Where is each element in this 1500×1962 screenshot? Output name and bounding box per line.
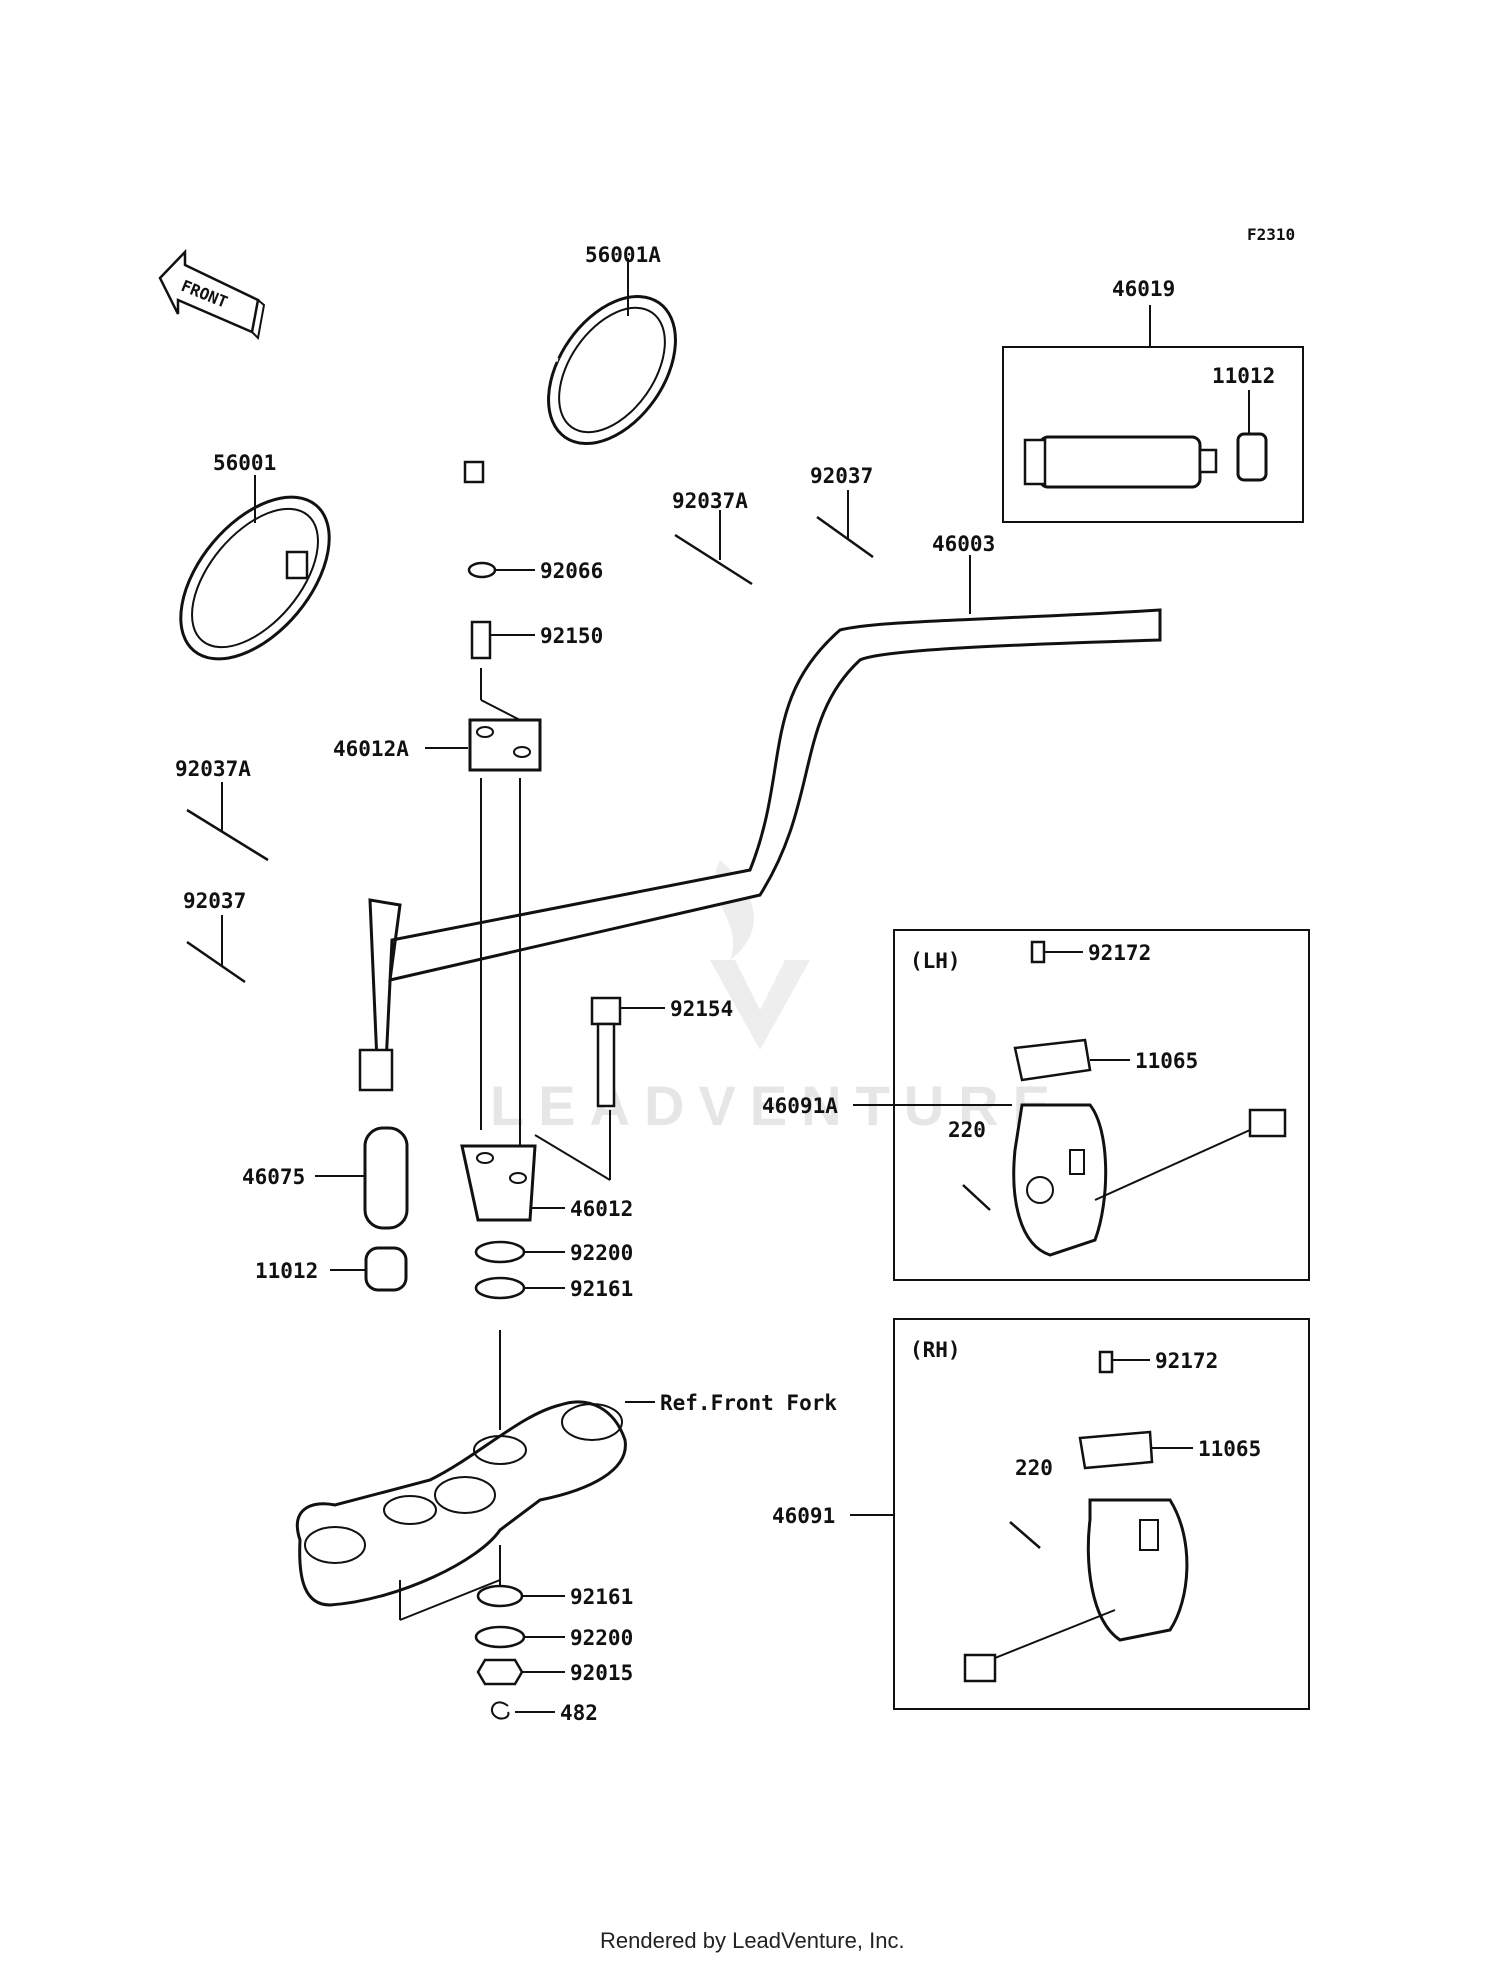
label-92037A-left: 92037A xyxy=(175,757,251,781)
washer-92200-a xyxy=(474,1240,526,1264)
label-92154: 92154 xyxy=(670,997,733,1021)
upper-triple-clamp xyxy=(296,1400,627,1607)
lh-label-220: 220 xyxy=(948,1118,986,1142)
label-92037A-top: 92037A xyxy=(672,489,748,513)
lh-label-92172: 92172 xyxy=(1088,941,1151,965)
label-56001A: 56001A xyxy=(585,243,661,267)
rh-label-92172: 92172 xyxy=(1155,1349,1218,1373)
footer-credit: Rendered by LeadVenture, Inc. xyxy=(600,1928,905,1953)
clamp-upper xyxy=(468,718,542,772)
label-92200-b: 92200 xyxy=(570,1626,633,1650)
lh-screw-92172 xyxy=(1030,940,1046,964)
lh-box-title: (LH) xyxy=(910,949,961,973)
label-46012: 46012 xyxy=(570,1197,633,1221)
handlebar xyxy=(358,608,1162,1092)
label-92161-a: 92161 xyxy=(570,1277,633,1301)
label-92066: 92066 xyxy=(540,559,603,583)
mirror-left xyxy=(179,495,331,661)
bolt-92150 xyxy=(470,620,492,660)
label-92200-a: 92200 xyxy=(570,1241,633,1265)
figure-code: F2310 xyxy=(1247,225,1295,244)
rh-cover-11065 xyxy=(1078,1430,1154,1470)
label-56001: 56001 xyxy=(213,451,276,475)
nut-92015 xyxy=(476,1658,524,1686)
lh-screw-220 xyxy=(962,1184,991,1211)
label-92037-top: 92037 xyxy=(810,464,873,488)
label-46075: 46075 xyxy=(242,1165,305,1189)
label-92015: 92015 xyxy=(570,1661,633,1685)
grip-assembly-box xyxy=(1002,346,1304,523)
throttle-grip xyxy=(1023,432,1268,489)
label-92161-b: 92161 xyxy=(570,1585,633,1609)
rh-box-title: (RH) xyxy=(910,1338,961,1362)
rh-label-220: 220 xyxy=(1015,1456,1053,1480)
cable-tie-a-top xyxy=(674,533,753,586)
washer-92161-b xyxy=(476,1584,524,1608)
cable-tie-a-left xyxy=(186,808,269,862)
cable-tie-top xyxy=(816,515,874,559)
lh-switch-housing xyxy=(1012,1103,1287,1257)
rh-label-11065: 11065 xyxy=(1198,1437,1261,1461)
cable-tie-left xyxy=(186,940,246,984)
front-arrow-icon: FRONT xyxy=(158,248,266,341)
label-46012A: 46012A xyxy=(333,737,409,761)
cap-92066 xyxy=(467,561,497,579)
lh-label-11065: 11065 xyxy=(1135,1049,1198,1073)
ref-front-fork-label: Ref.Front Fork xyxy=(660,1391,837,1415)
lh-cover-11065 xyxy=(1013,1038,1092,1082)
label-46003: 46003 xyxy=(932,532,995,556)
label-11012-left: 11012 xyxy=(255,1259,318,1283)
bolt-92154 xyxy=(590,996,622,1026)
washer-92200-b xyxy=(474,1625,526,1649)
label-92150: 92150 xyxy=(540,624,603,648)
label-482: 482 xyxy=(560,1701,598,1725)
lh-label-46091A: 46091A xyxy=(762,1094,838,1118)
label-92037-left: 92037 xyxy=(183,889,246,913)
rh-label-46091: 46091 xyxy=(772,1504,835,1528)
rh-switch-housing xyxy=(963,1498,1189,1683)
grip-46075 xyxy=(363,1126,409,1230)
end-cap-left xyxy=(364,1246,408,1292)
mirror-right xyxy=(463,295,677,484)
rh-screw-92172 xyxy=(1098,1350,1114,1374)
label-46019: 46019 xyxy=(1112,277,1175,301)
clamp-lower xyxy=(460,1144,537,1222)
washer-92161-a xyxy=(474,1276,526,1300)
clip-482 xyxy=(491,1701,510,1720)
rh-screw-220 xyxy=(1009,1521,1041,1549)
label-11012-top: 11012 xyxy=(1212,364,1275,388)
